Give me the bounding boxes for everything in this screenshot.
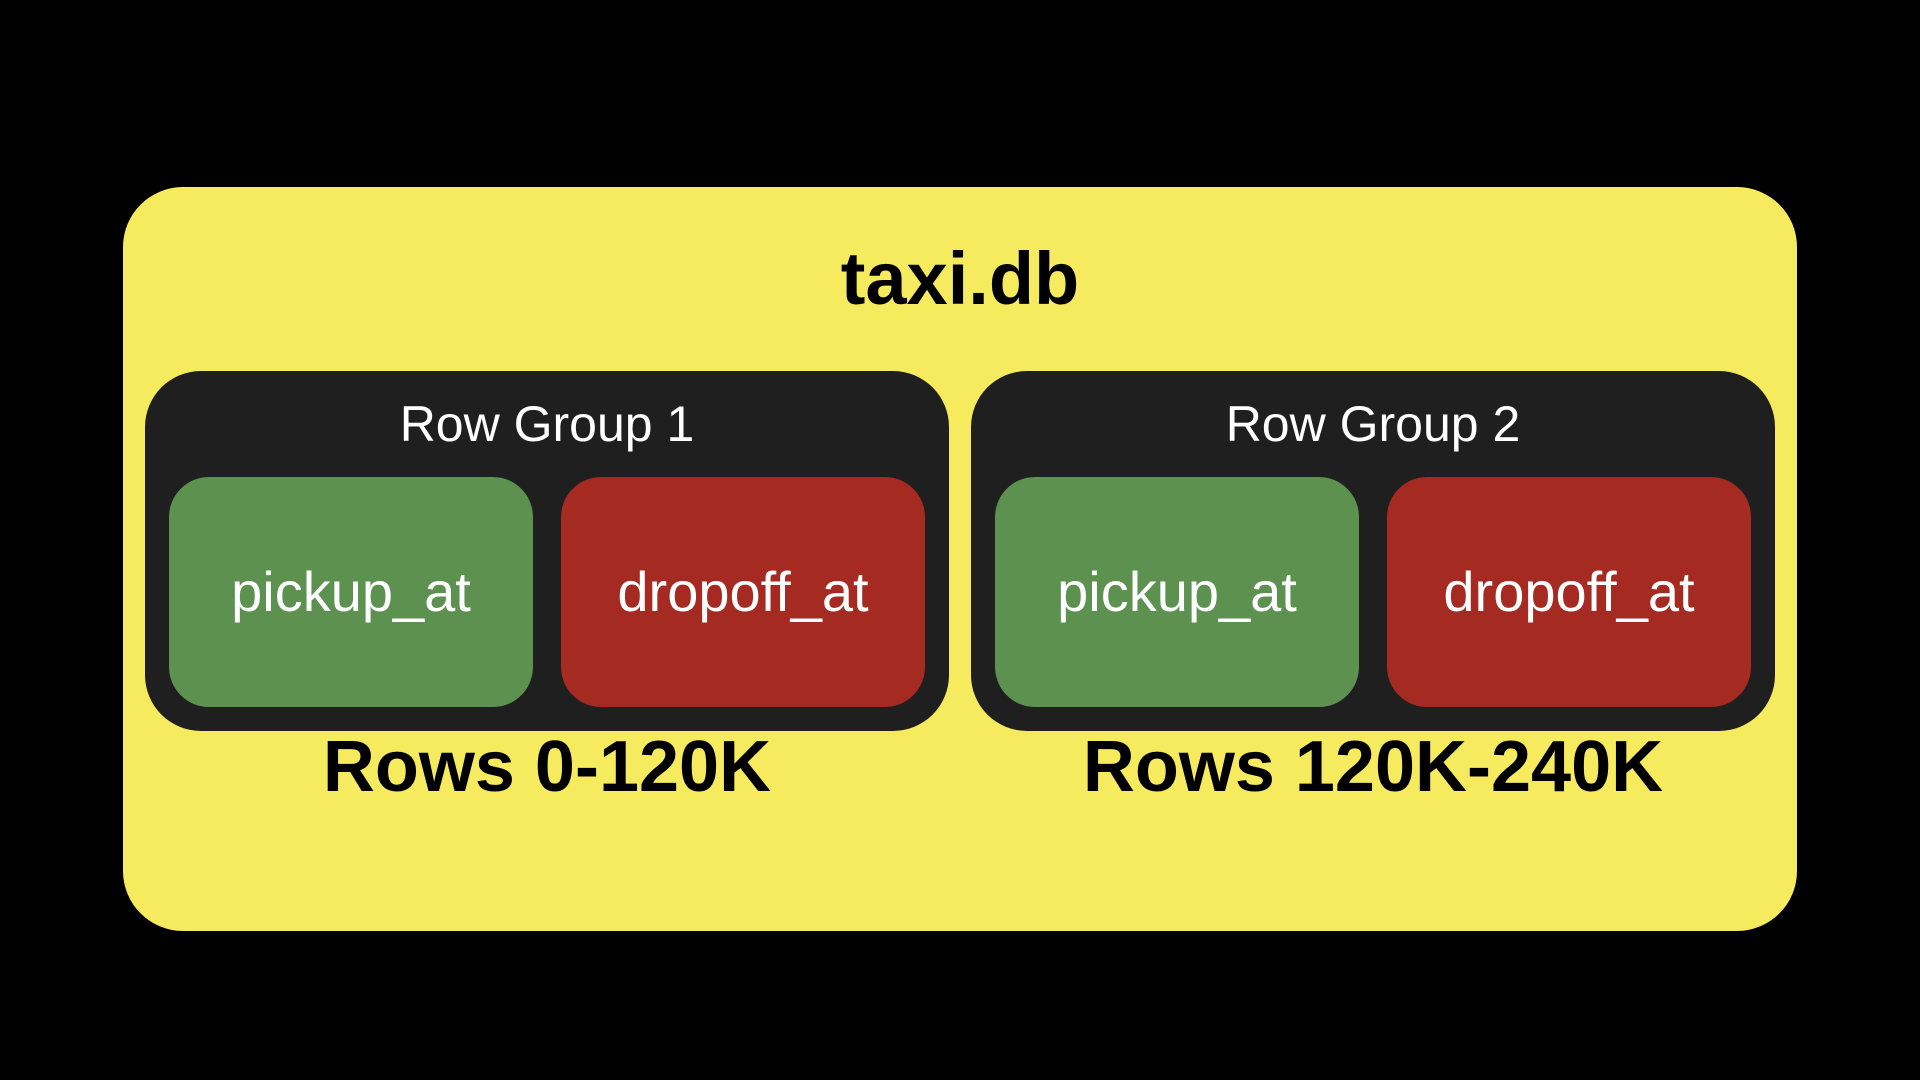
row-group-2-section: Row Group 2 pickup_at dropoff_at Rows 12… (971, 371, 1775, 803)
row-group-2-box: Row Group 2 pickup_at dropoff_at (971, 371, 1775, 731)
row-group-2-columns: pickup_at dropoff_at (971, 477, 1775, 731)
row-group-2-title: Row Group 2 (1225, 396, 1521, 452)
row-group-1-dropoff-at-column: dropoff_at (561, 477, 925, 707)
row-groups-container: Row Group 1 pickup_at dropoff_at Rows 0-… (123, 371, 1797, 803)
row-group-1-box: Row Group 1 pickup_at dropoff_at (145, 371, 949, 731)
row-group-1-title: Row Group 1 (399, 396, 695, 452)
row-group-1-section: Row Group 1 pickup_at dropoff_at Rows 0-… (145, 371, 949, 803)
database-file-box: taxi.db Row Group 1 pickup_at dropoff_at… (123, 187, 1797, 931)
row-group-2-dropoff-at-column: dropoff_at (1387, 477, 1751, 707)
file-title: taxi.db (840, 237, 1080, 320)
row-group-1-rows-range-label: Rows 0-120K (322, 727, 772, 807)
row-group-2-pickup-at-column: pickup_at (995, 477, 1359, 707)
row-group-1-columns: pickup_at dropoff_at (145, 477, 949, 731)
row-group-1-pickup-at-column: pickup_at (169, 477, 533, 707)
file-title-area: taxi.db (123, 187, 1797, 371)
row-group-2-rows-range-label: Rows 120K-240K (1082, 727, 1664, 807)
